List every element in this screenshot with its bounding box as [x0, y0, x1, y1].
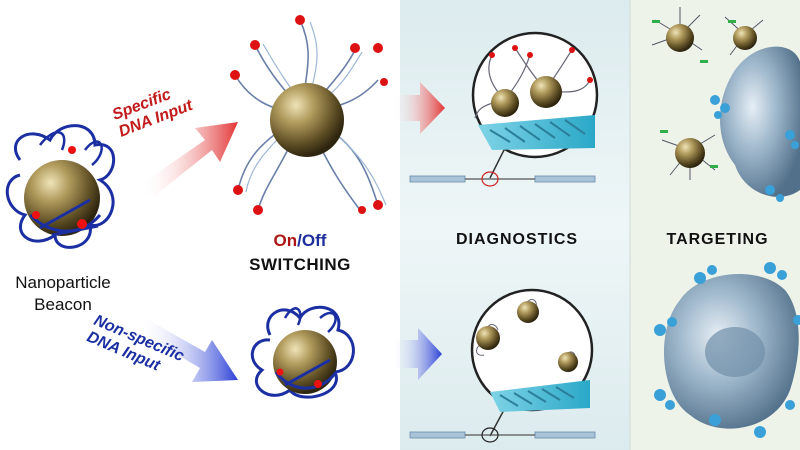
- switching-label: SWITCHING: [249, 255, 351, 274]
- gold-nanoparticle-icon: [24, 160, 100, 236]
- antibody-markers: [654, 262, 800, 438]
- to-diagnostics-blue-arrow: [392, 328, 442, 380]
- to-diagnostics-red-arrow: [392, 82, 445, 134]
- on-off-label: On/Off: [230, 232, 370, 249]
- gold-nanoparticle-icon: [273, 330, 337, 394]
- nanoparticle-beacon-label: Nanoparticle Beacon: [2, 272, 124, 316]
- antibody-markers: [710, 95, 799, 202]
- cell-icon: [720, 46, 800, 197]
- gold-nanoparticle-icon: [270, 83, 344, 157]
- nanoparticle-label-line2: Beacon: [34, 295, 92, 314]
- nanoparticle-label-line1: Nanoparticle: [15, 273, 111, 292]
- specific-input-arrow: [140, 122, 238, 198]
- diagnostics-label: DIAGNOSTICS: [455, 231, 579, 248]
- slash-text: /: [297, 231, 302, 250]
- switched-on-particle: [230, 15, 388, 215]
- targeting-label: TARGETING: [666, 231, 769, 248]
- cell-icon: [663, 273, 799, 429]
- magnifier-circle-icon: [470, 288, 594, 437]
- targeting-particles: [651, 7, 764, 180]
- on-text: On: [273, 231, 298, 250]
- magnifier-circle-icon: [471, 31, 599, 179]
- off-text: Off: [301, 231, 327, 250]
- nanoparticle-beacon: [5, 124, 116, 249]
- switched-off-particle: [250, 305, 355, 399]
- nonspecific-input-arrow: [138, 318, 238, 382]
